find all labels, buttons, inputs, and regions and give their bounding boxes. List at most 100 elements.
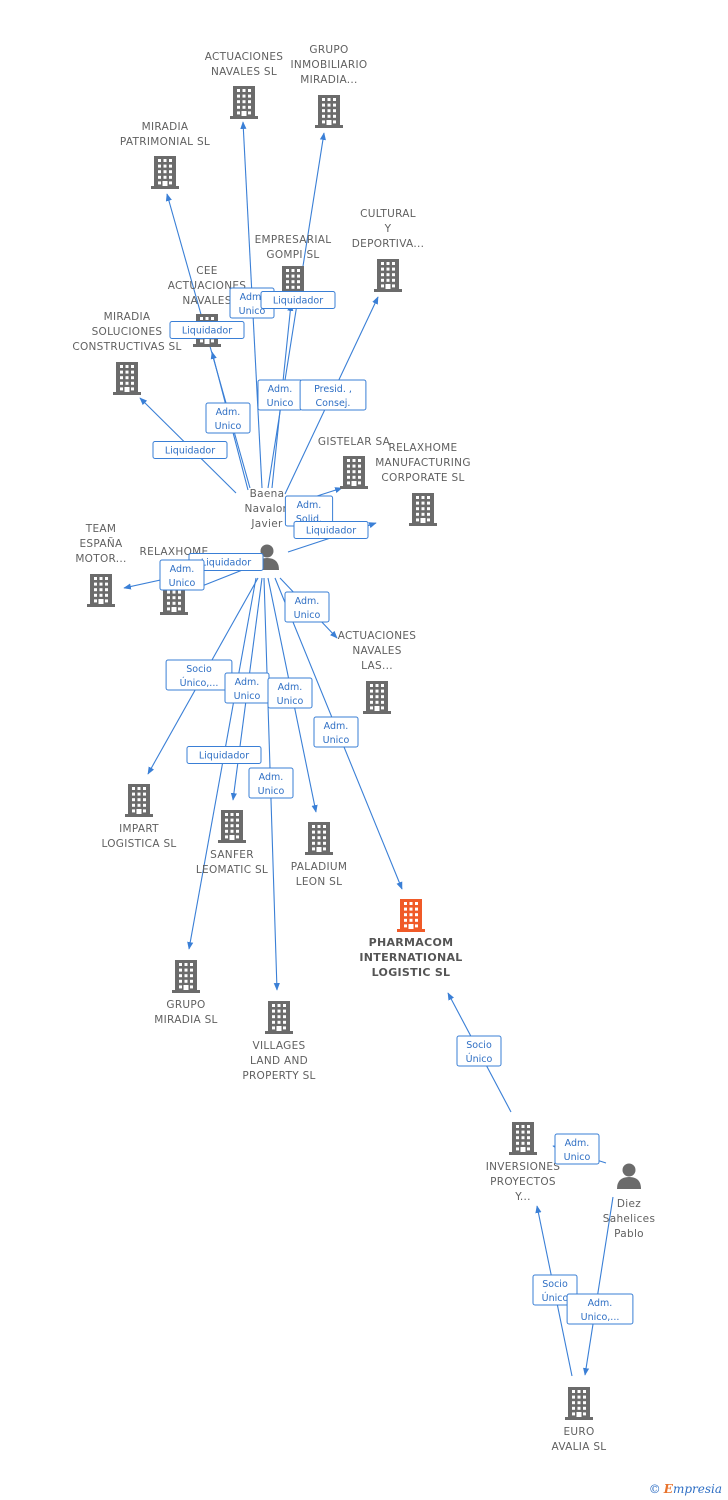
node-label: NAVALES — [352, 645, 401, 657]
node-label: SANFER — [210, 849, 254, 861]
person-icon — [617, 1163, 641, 1189]
node-label: LOGISTIC SL — [372, 966, 451, 979]
edge-role-text: Unico — [277, 696, 304, 707]
node-label: MIRADIA SL — [154, 1014, 217, 1026]
building-icon — [340, 456, 368, 489]
node-actuaciones_navales_las[interactable]: ACTUACIONESNAVALESLAS... — [338, 630, 417, 714]
edge-role-box — [554, 1133, 600, 1165]
node-label: AVALIA SL — [552, 1441, 607, 1453]
empresia-credit[interactable]: ©Empresia — [649, 1482, 722, 1496]
edge-role-text: Unico — [294, 610, 321, 621]
edge-role-text: Consej. — [316, 398, 351, 409]
edge-role-text: Unico,... — [581, 1312, 620, 1323]
edge-role-text: Adm. — [259, 772, 284, 783]
building-icon — [305, 822, 333, 855]
edge-role-label[interactable]: Adm. Unico — [554, 1133, 600, 1165]
building-icon — [113, 362, 141, 395]
edge-role-text: Adm. — [565, 1138, 590, 1149]
edge-role-text: Liquidador — [165, 446, 215, 457]
edge-role-text: Unico — [323, 735, 350, 746]
building-icon — [125, 784, 153, 817]
node-inversiones_proyectos[interactable]: INVERSIONESPROYECTOSY... — [486, 1122, 561, 1203]
edge-role-text: Adm. — [324, 721, 349, 732]
building-icon — [218, 810, 246, 843]
copyright-symbol: © — [648, 1482, 661, 1496]
node-label: GISTELAR SA — [318, 436, 391, 448]
edge-role-text: Unico — [169, 578, 196, 589]
edge-role-label[interactable]: Liquidador — [169, 321, 245, 339]
edge-role-box — [267, 677, 313, 709]
edge-role-text: Liquidador — [182, 326, 232, 337]
edge-role-label[interactable]: Adm.Unico — [267, 677, 313, 709]
edge-role-label[interactable]: Adm.Unico — [205, 402, 251, 434]
node-label: CONSTRUCTIVAS SL — [72, 341, 181, 353]
building-icon — [565, 1387, 593, 1420]
node-label: CEE — [196, 265, 218, 277]
node-label: Javier — [250, 518, 283, 530]
node-label: GOMPI SL — [266, 249, 319, 261]
node-label: ESPAÑA — [80, 537, 123, 550]
node-cultural_deportiva[interactable]: CULTURALYDEPORTIVA... — [352, 208, 424, 292]
building-icon — [409, 493, 437, 526]
node-gistelar[interactable]: GISTELAR SA — [318, 436, 391, 489]
node-label: RELAXHOME — [389, 442, 458, 454]
building-icon — [87, 574, 115, 607]
edge-role-text: Adm. — [216, 407, 241, 418]
edge-role-label[interactable]: SocioÚnico,... — [165, 659, 233, 691]
node-label: TEAM — [85, 523, 117, 535]
edge-role-label[interactable]: Adm. Unico — [313, 716, 359, 748]
empresia-logo-initial: E — [663, 1482, 673, 1496]
building-icon — [172, 960, 200, 993]
node-grupo_inmobiliario[interactable]: GRUPOINMOBILIARIOMIRADIA... — [291, 44, 368, 128]
edge-role-text: Socio — [542, 1279, 568, 1290]
edge-role-text: Unico — [234, 691, 261, 702]
edge-role-label[interactable]: Liquidador — [186, 746, 262, 764]
edge-role-label[interactable]: Adm.Unico — [159, 559, 205, 591]
edge-role-label[interactable]: Adm. Unico — [224, 672, 270, 704]
edge-role-text: Adm. — [235, 677, 260, 688]
edge-role-box — [186, 746, 262, 764]
node-label: LAS... — [361, 660, 393, 672]
edge-role-label[interactable]: Adm.Unico,... — [566, 1293, 634, 1325]
edge-role-label[interactable]: Adm.Unico — [257, 379, 303, 411]
edge-role-label[interactable]: Liquidador — [293, 521, 369, 539]
edge-role-box — [260, 291, 336, 309]
node-label: Navalon — [244, 503, 289, 515]
node-label: MIRADIA — [142, 121, 189, 133]
edge-role-box — [299, 379, 367, 411]
edge-role-box — [532, 1274, 578, 1306]
node-label: LAND AND — [250, 1055, 308, 1067]
edge-role-text: Solid. — [296, 514, 322, 525]
edge-role-label[interactable]: Liquidador — [152, 441, 228, 459]
node-team_espana[interactable]: TEAMESPAÑAMOTOR... — [75, 523, 126, 607]
edge-role-label[interactable]: Presid. ,Consej. — [299, 379, 367, 411]
edge-role-text: Liquidador — [273, 296, 323, 307]
node-label: DEPORTIVA... — [352, 238, 424, 250]
edge-role-text: Unico — [564, 1152, 591, 1163]
node-label: ACTUACIONES — [205, 51, 284, 63]
edge-role-label[interactable]: Adm.Unico — [248, 767, 294, 799]
node-label: MIRADIA — [104, 311, 151, 323]
building-icon — [374, 259, 402, 292]
edge-baena-to-grupo_inmobiliario — [267, 132, 326, 489]
edge-role-label[interactable]: Adm.Unico — [284, 591, 330, 623]
edge-role-label[interactable]: Liquidador — [260, 291, 336, 309]
